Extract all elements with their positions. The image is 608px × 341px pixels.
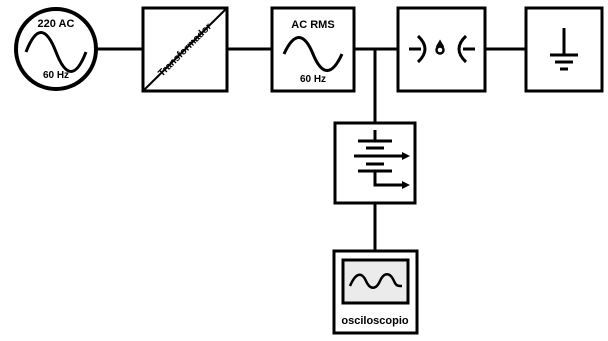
- ground-icon: [550, 28, 578, 71]
- spark-gap-icon: [409, 34, 475, 64]
- oscilloscope-screen-icon: [341, 258, 410, 305]
- wires: [96, 47, 526, 251]
- spark-gap-block: [396, 6, 487, 93]
- ac-rms-title: AC RMS: [291, 19, 334, 31]
- variable-resistor-icon: [354, 130, 402, 187]
- ac-rms-frequency-label: 60 Hz: [300, 74, 326, 85]
- transformer-block: Transformador: [141, 6, 229, 93]
- variable-resistor-arrow-lower: [402, 181, 410, 189]
- variable-resistor-arrow-upper: [402, 152, 410, 160]
- ac-source-frequency-label: 60 Hz: [43, 70, 69, 81]
- variable-resistor-block: [333, 121, 417, 205]
- sine-wave-icon: [24, 31, 88, 73]
- ac-source-voltage-label: 220 AC: [38, 18, 75, 30]
- ac-rms-block: AC RMS 60 Hz: [270, 6, 356, 93]
- oscilloscope-label: osciloscopio: [341, 315, 409, 327]
- ground-block: [524, 6, 604, 93]
- oscilloscope-block: osciloscopio: [332, 249, 419, 335]
- transformer-diagonal: [142, 7, 228, 92]
- sine-wave-icon: [282, 36, 344, 72]
- oscilloscope-wave-icon: [348, 273, 403, 289]
- ac-source-block: 220 AC 60 Hz: [14, 7, 98, 91]
